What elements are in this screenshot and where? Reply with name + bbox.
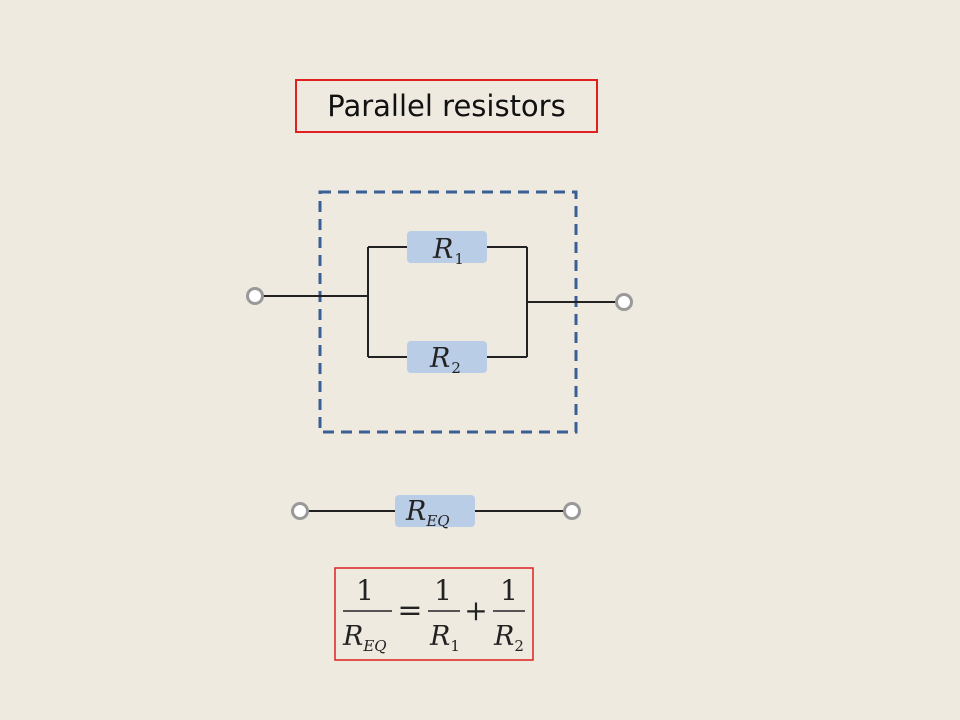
svg-text:R2: R2 — [493, 621, 524, 655]
svg-text:R2: R2 — [429, 343, 461, 377]
resistor-r1-body — [407, 231, 487, 263]
resistor-req-subscript: EQ — [425, 512, 449, 530]
svg-text:R1: R1 — [432, 234, 464, 268]
resistor-r1: R1 — [407, 231, 487, 268]
resistor-r2-subscript: 2 — [451, 359, 461, 377]
equivalent-circuit: REQ — [291, 495, 581, 530]
term1-subscript: 1 — [450, 637, 460, 655]
equals-sign: = — [397, 593, 422, 628]
resistor-req-symbol: R — [405, 496, 426, 527]
term2-subscript: 2 — [514, 637, 524, 655]
eq-right-terminal — [563, 502, 581, 520]
svg-text:REQ: REQ — [405, 496, 450, 530]
term1-numerator: 1 — [434, 574, 452, 607]
formula-term-2: 1 R2 — [493, 574, 525, 655]
formula-lhs: 1 REQ — [342, 574, 392, 655]
svg-text:REQ: REQ — [342, 621, 387, 655]
term2-numerator: 1 — [500, 574, 518, 607]
svg-text:R1: R1 — [429, 621, 460, 655]
formula-term-1: 1 R1 — [428, 574, 460, 655]
resistor-r2-body — [407, 341, 487, 373]
lhs-symbol: R — [342, 621, 363, 652]
resistor-r1-subscript: 1 — [454, 250, 464, 268]
title-box: Parallel resistors — [295, 79, 598, 133]
formula-box — [334, 567, 534, 661]
formula: 1 REQ = 1 R1 + 1 R2 — [334, 567, 534, 661]
lhs-numerator: 1 — [356, 574, 374, 607]
resistor-r1-symbol: R — [432, 234, 453, 265]
lhs-subscript: EQ — [362, 637, 386, 655]
resistor-req-body — [395, 495, 475, 527]
output-terminal — [615, 293, 633, 311]
resistor-req: REQ — [395, 495, 475, 530]
term2-symbol: R — [493, 621, 514, 652]
plus-sign: + — [464, 594, 487, 627]
resistor-r2: R2 — [407, 341, 487, 377]
slide-title: Parallel resistors — [327, 89, 566, 123]
resistor-r2-symbol: R — [429, 343, 450, 374]
dashed-enclosure — [318, 190, 578, 434]
term1-symbol: R — [429, 621, 450, 652]
input-terminal — [246, 287, 264, 305]
parallel-circuit: R1 R2 — [246, 190, 633, 434]
eq-left-terminal — [291, 502, 309, 520]
